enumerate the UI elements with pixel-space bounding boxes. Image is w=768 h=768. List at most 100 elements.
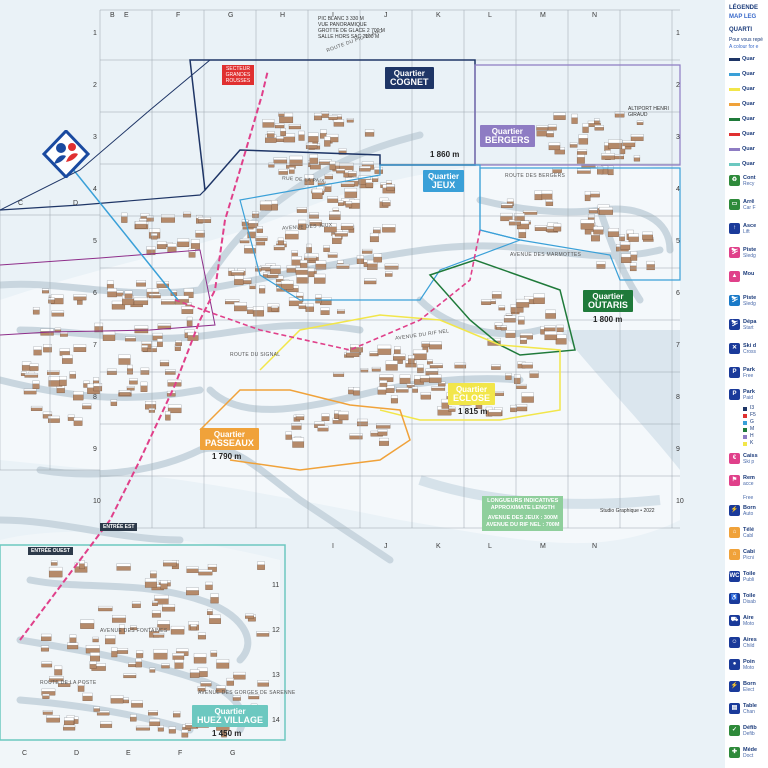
building-roof: [92, 636, 99, 640]
building: [29, 365, 39, 371]
legend-parking-sub: G: [750, 419, 754, 425]
building: [323, 247, 330, 252]
building: [320, 113, 330, 118]
building: [118, 357, 131, 365]
building-roof: [82, 403, 92, 406]
legend-icon: [729, 489, 740, 500]
building: [231, 272, 244, 276]
building-roof: [207, 608, 213, 612]
building-roof: [77, 681, 85, 686]
grid-label: 3: [93, 134, 97, 141]
building: [324, 186, 332, 192]
building-roof: [320, 307, 330, 311]
building-roof: [167, 404, 182, 409]
building-roof: [80, 619, 95, 624]
building-roof: [186, 566, 199, 569]
building: [47, 371, 60, 375]
legend-title: LÉGENDE: [729, 5, 759, 11]
building: [271, 307, 279, 312]
building-roof: [340, 181, 355, 185]
grid-label: 7: [93, 342, 97, 349]
legend-icon: ⛷: [729, 247, 740, 258]
building: [67, 644, 79, 650]
building-roof: [350, 344, 363, 348]
building-roof: [149, 718, 161, 722]
building-roof: [157, 725, 164, 728]
building-roof: [314, 112, 322, 116]
building: [173, 713, 181, 718]
legend-quartier-swatch: [729, 133, 740, 136]
building: [245, 615, 254, 619]
legend-item-en: Auto: [743, 511, 754, 517]
legend-item-fr: Piste: [743, 295, 757, 301]
building: [82, 405, 92, 410]
building-roof: [150, 233, 158, 236]
legend-item-fr: Cont: [743, 175, 756, 181]
building: [285, 233, 299, 240]
building: [257, 682, 269, 687]
building-roof: [548, 124, 557, 128]
building-roof: [93, 706, 100, 709]
grid-label: 6: [676, 290, 680, 297]
building: [394, 349, 401, 355]
building: [500, 327, 507, 331]
building: [630, 136, 644, 141]
building: [126, 387, 135, 391]
building: [51, 312, 65, 317]
building-roof: [42, 693, 50, 696]
building: [491, 293, 502, 299]
legend-item-fr: Born: [743, 681, 756, 687]
road-label: AVENUE DES FONTAINES: [100, 628, 168, 634]
building: [315, 263, 327, 270]
building-roof: [427, 359, 433, 362]
building: [283, 136, 296, 143]
building: [553, 115, 566, 120]
building: [365, 182, 374, 188]
building: [321, 416, 330, 421]
building-roof: [384, 263, 399, 267]
grid-label: 8: [676, 394, 680, 401]
building-roof: [304, 174, 315, 179]
building-roof: [266, 131, 275, 134]
building-roof: [136, 280, 146, 283]
building-roof: [141, 341, 152, 345]
legend-icon: ✚: [729, 747, 740, 758]
legend-parking-sub: F5: [750, 412, 756, 418]
grid-label: 2: [93, 82, 97, 89]
building: [190, 626, 197, 631]
building: [298, 134, 305, 141]
building: [448, 408, 456, 412]
building: [73, 296, 87, 301]
legend-quartier-text: Quar: [742, 161, 755, 167]
building: [102, 334, 116, 341]
building-roof: [73, 344, 87, 348]
building-roof: [148, 293, 161, 296]
building: [234, 305, 247, 312]
building: [252, 213, 259, 218]
grid-label: G: [230, 750, 236, 757]
grid-label: J: [384, 543, 388, 550]
building-roof: [408, 355, 415, 359]
building-roof: [167, 379, 182, 383]
secteur-label: SECTEUR GRANDES ROUSSES: [222, 65, 254, 85]
building: [521, 395, 534, 403]
building-roof: [98, 605, 113, 609]
building-roof: [127, 364, 133, 369]
building: [59, 350, 70, 356]
building: [285, 434, 292, 440]
building: [119, 391, 131, 396]
building: [545, 201, 554, 206]
legend-item-fr: Aires: [743, 637, 757, 643]
building: [308, 135, 319, 143]
building-roof: [326, 133, 339, 138]
grid-label: 3: [676, 134, 680, 141]
